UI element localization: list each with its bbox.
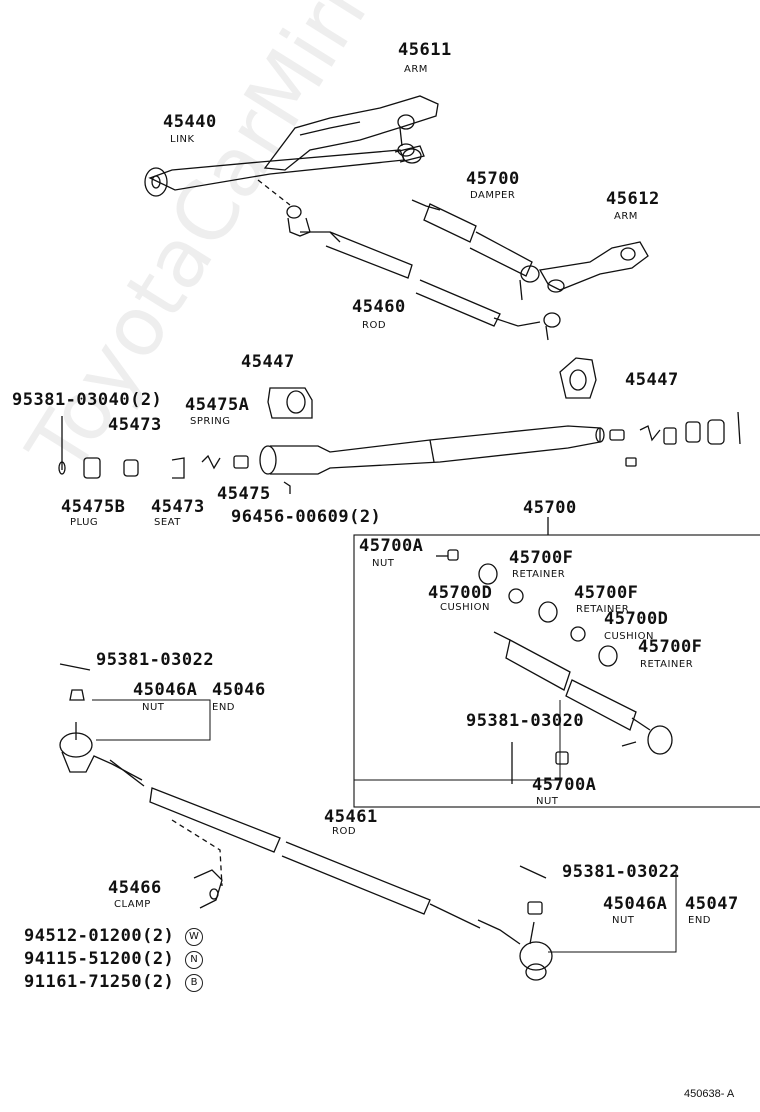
part-number-95381-03022-top: 95381-03022 — [96, 650, 215, 670]
part-number-45475B: 45475B — [61, 497, 126, 517]
part-number-45700-damper: 45700 — [466, 169, 520, 189]
part-number-45611: 45611 — [398, 40, 452, 60]
leader-dashed-1 — [257, 179, 291, 206]
part-number-45475: 45475 — [217, 484, 271, 504]
part-name-link: LINK — [170, 134, 195, 145]
socket-45447-left-shape — [267, 387, 313, 419]
part-number-94512-01200: 94512-01200(2) — [24, 926, 175, 946]
part-name-retainer-1: RETAINER — [512, 569, 566, 580]
part-name-clamp: CLAMP — [114, 899, 151, 910]
part-name-nut-4: NUT — [612, 915, 635, 926]
part-name-rod-2: ROD — [332, 826, 357, 837]
part-name-retainer-2: RETAINER — [576, 604, 630, 615]
part-name-retainer-3: RETAINER — [640, 659, 694, 670]
part-name-cushion-1: CUSHION — [440, 602, 490, 613]
damper-kit-box — [353, 534, 760, 808]
center-link-shape — [259, 425, 605, 475]
part-number-45466: 45466 — [108, 878, 162, 898]
part-name-arm-2: ARM — [614, 211, 638, 222]
nut-symbol: N — [185, 951, 203, 969]
part-number-91161-71250: 91161-71250(2) — [24, 972, 175, 992]
part-number-94115-51200: 94115-51200(2) — [24, 949, 175, 969]
part-name-cushion-2: CUSHION — [604, 631, 654, 642]
part-number-45475A: 45475A — [185, 395, 250, 415]
part-number-45700D-2: 45700D — [604, 609, 669, 629]
part-number-45047: 45047 — [685, 894, 739, 914]
part-name-nut-2: NUT — [536, 796, 559, 807]
clamp-45466-shape — [193, 869, 223, 909]
part-number-45700F-3: 45700F — [638, 637, 703, 657]
part-name-spring: SPRING — [190, 416, 231, 427]
part-number-45612: 45612 — [606, 189, 660, 209]
part-name-end-1: END — [212, 702, 235, 713]
part-number-45447-right: 45447 — [625, 370, 679, 390]
part-name-rod: ROD — [362, 320, 387, 331]
part-number-45700A-top: 45700A — [359, 536, 424, 556]
part-name-arm: ARM — [404, 64, 428, 75]
part-number-45046A-left: 45046A — [133, 680, 198, 700]
part-name-nut-3: NUT — [142, 702, 165, 713]
part-number-45046A-right: 45046A — [603, 894, 668, 914]
part-number-45700F-1: 45700F — [509, 548, 574, 568]
part-number-95381-03020: 95381-03020 — [466, 711, 585, 731]
rod-45461-shape — [149, 787, 481, 929]
part-number-45440: 45440 — [163, 112, 217, 132]
rod-45460-shape — [286, 205, 561, 341]
damper-45700-shape — [411, 199, 540, 301]
part-number-45700-kit: 45700 — [523, 498, 577, 518]
part-number-95381-03040: 95381-03040(2) — [12, 390, 163, 410]
damper-kit-parts-shape — [354, 549, 673, 784]
part-number-96456-00609: 96456-00609(2) — [231, 507, 382, 527]
part-name-plug: PLUG — [70, 517, 99, 528]
socket-45447-right-shape — [559, 357, 597, 399]
washer-symbol: W — [185, 928, 203, 946]
part-number-45700A-bottom: 45700A — [532, 775, 597, 795]
bolt-symbol: B — [185, 974, 203, 992]
part-number-45460: 45460 — [352, 297, 406, 317]
part-number-45700D-1: 45700D — [428, 583, 493, 603]
tie-rod-end-45047-shape — [477, 865, 677, 981]
arm-45611-shape — [263, 95, 439, 171]
part-number-45447-left: 45447 — [241, 352, 295, 372]
link-45440-shape — [144, 145, 425, 197]
part-number-45046: 45046 — [212, 680, 266, 700]
part-number-95381-03022-bottom: 95381-03022 — [562, 862, 681, 882]
small-parts-row-shape — [58, 411, 741, 494]
part-number-45473-top: 45473 — [108, 415, 162, 435]
part-name-end-2: END — [688, 915, 711, 926]
drawing-reference-code: 450638- A — [684, 1088, 735, 1100]
part-number-45700F-2: 45700F — [574, 583, 639, 603]
arm-45612-shape — [538, 241, 649, 293]
part-number-45473-bottom: 45473 — [151, 497, 205, 517]
part-name-seat: SEAT — [154, 517, 181, 528]
part-name-nut: NUT — [372, 558, 395, 569]
part-number-45461: 45461 — [324, 807, 378, 827]
tie-rod-end-45046-shape — [59, 663, 211, 787]
part-name-damper: DAMPER — [470, 190, 516, 201]
